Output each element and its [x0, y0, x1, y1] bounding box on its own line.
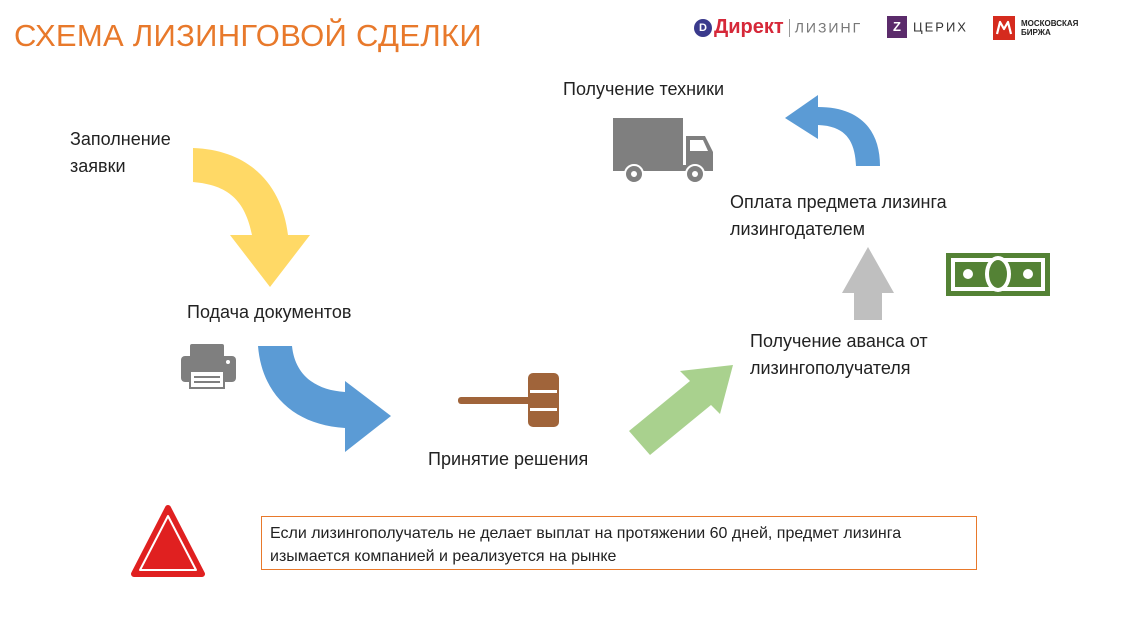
logo-divider: [788, 18, 790, 37]
moex-logo: МОСКОВСКАЯ БИРЖА: [993, 16, 1091, 40]
arrow-payment-to-receipt: [785, 95, 880, 166]
step-receipt-label: Получение техники: [563, 79, 725, 99]
direkt-sub-text: ЛИЗИНГ: [794, 19, 863, 36]
page-title: СХЕМА ЛИЗИНГОВОЙ СДЕЛКИ: [14, 18, 482, 53]
warning-note-text: Если лизингополучатель не делает выплат …: [270, 525, 902, 565]
arrow-decision-to-advance: [629, 365, 733, 455]
arrow-application-to-documents: [193, 148, 310, 287]
zerikh-mark-icon: Z: [887, 16, 907, 38]
printer-icon: [181, 344, 236, 389]
step-decision-label: Принятие решения: [428, 449, 589, 469]
banknote-icon: [946, 253, 1050, 296]
arrow-documents-to-decision: [258, 346, 391, 452]
step-documents-label: Подача документов: [187, 302, 352, 322]
zerikh-logo: Z ЦЕРИХ: [887, 16, 968, 38]
warning-icon: [131, 505, 205, 577]
step-application-label: Заполнение заявки: [70, 129, 171, 176]
step-payment-label: Оплата предмета лизинга лизингодателем: [730, 192, 947, 239]
arrow-advance-to-payment: [842, 247, 894, 320]
direkt-brand-text: Директ: [714, 16, 784, 38]
direkt-mark-icon: D: [694, 18, 712, 37]
warning-note: Если лизингополучатель не делает выплат …: [261, 516, 977, 570]
moex-mark-icon: [993, 16, 1015, 40]
step-advance-label: Получение аванса от лизингополучателя: [750, 331, 928, 378]
truck-icon: [613, 118, 713, 184]
moex-text: МОСКОВСКАЯ БИРЖА: [1021, 19, 1079, 37]
gavel-icon: [458, 373, 559, 427]
zerikh-text: ЦЕРИХ: [913, 19, 968, 35]
